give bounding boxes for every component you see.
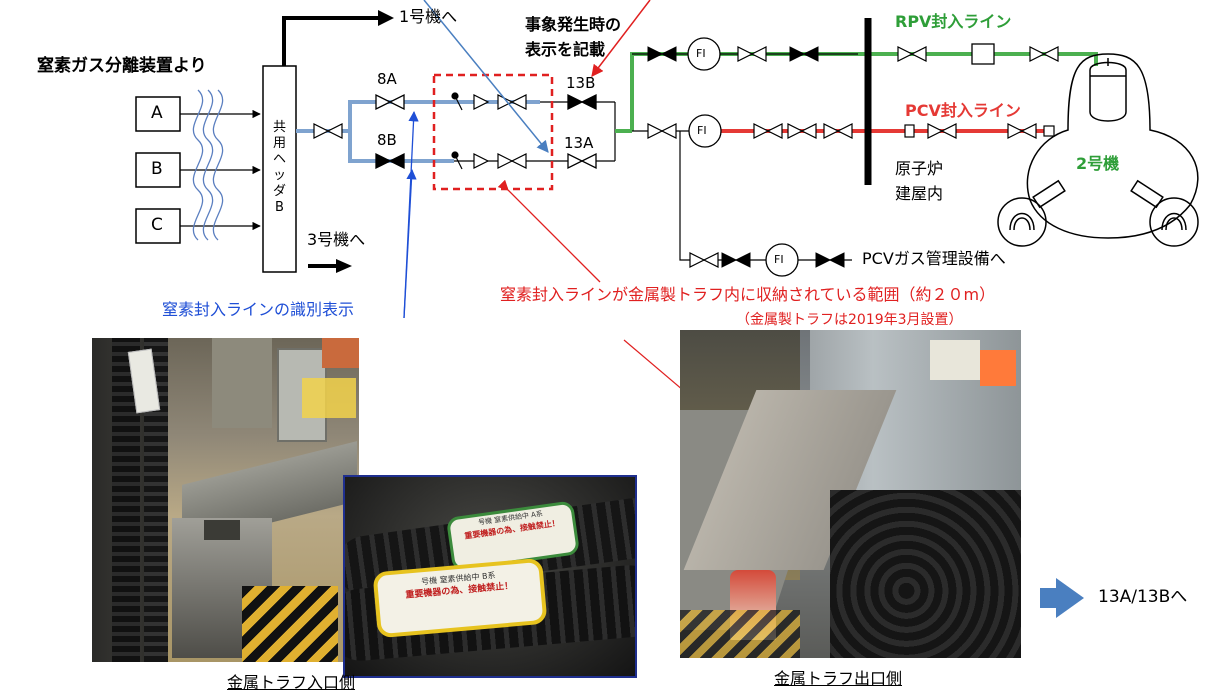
fi-lower-icon <box>688 114 722 148</box>
photo-label-closeup: 号機 窒素供給中 A系 重要機器の為、接触禁止！ 号機 窒素供給中 B系 重要機… <box>343 475 637 678</box>
header-valve-icon <box>313 123 343 139</box>
pcv-line-label: PCV封入ライン <box>905 101 1021 120</box>
to-13ab-label: 13A/13Bへ <box>1098 587 1188 607</box>
valve-13a-label: 13A <box>564 134 594 152</box>
shared-header-box <box>262 65 297 273</box>
event-note-line1: 事象発生時の <box>525 15 622 34</box>
photo-trough-inlet <box>92 338 359 662</box>
identification-label: 窒素封入ラインの識別表示 <box>162 300 355 319</box>
pcv-gas-branch <box>679 131 852 261</box>
green-supply-line <box>615 52 1098 133</box>
lower-row-valves <box>647 114 1055 148</box>
header-char: ッ <box>272 168 286 183</box>
dashed-box-lines <box>454 100 616 162</box>
valve-13b-label: 13B <box>566 74 596 92</box>
fi-gas-icon <box>765 243 799 277</box>
unit-boxes <box>135 96 261 244</box>
header-char: 用 <box>272 136 286 151</box>
label-b-line2: B系 <box>481 570 496 581</box>
wavy-separator-icon <box>192 89 224 241</box>
to-unit1-arrow-icon <box>378 10 394 26</box>
fi-gas-label: FI <box>774 253 784 266</box>
upper-row-valves <box>647 37 1059 71</box>
header-char: B <box>275 200 284 215</box>
label-a-line2: A系 <box>530 509 544 520</box>
shared-header-label: 共 用 ヘ ッ ダ B <box>263 120 296 216</box>
trough-range-box <box>432 73 554 191</box>
unit-box-b <box>135 152 181 188</box>
unit-box-c <box>135 208 181 244</box>
valve-8b-label: 8B <box>377 131 397 149</box>
header-char: 共 <box>272 120 286 135</box>
pcv-gas-valves <box>689 243 845 277</box>
reactor-building-line1: 原子炉 <box>895 159 944 178</box>
identification-arrow-a <box>423 0 549 153</box>
unit2-label: 2号機 <box>1076 154 1120 173</box>
photo-trough-outlet <box>680 330 1021 658</box>
reactor-building-line2: 建屋内 <box>895 184 944 203</box>
pcv-gas-label: PCVガス管理設備へ <box>862 249 1006 268</box>
valve-8a-icon <box>375 93 405 111</box>
event-note-line2: 表示を記載 <box>525 40 606 59</box>
rpv-line-label: RPV封入ライン <box>895 12 1012 31</box>
unit-a-label: A <box>151 103 163 123</box>
fi-upper-label: FI <box>696 47 706 60</box>
event-note-arrow <box>591 0 651 77</box>
reactor-icon <box>997 53 1199 247</box>
header-char: ヘ <box>272 152 286 167</box>
valve-13a-icon <box>567 152 597 170</box>
nitrogen-source-title: 窒素ガス分離装置より <box>37 56 207 76</box>
unit-b-label: B <box>151 159 163 179</box>
fi-upper-icon <box>687 37 721 71</box>
unit-box-a <box>135 96 181 132</box>
fi-lower-label: FI <box>697 124 707 137</box>
to-unit3-arrow-icon <box>336 259 352 273</box>
to-unit1-label: 1号機へ <box>399 7 458 26</box>
trough-installed-label: （金属製トラフは2019年3月設置） <box>736 312 963 328</box>
to-13ab-arrow-icon <box>1040 578 1084 618</box>
header-char: ダ <box>272 184 286 199</box>
valve-8b-icon <box>375 152 405 170</box>
valve-13b-icon <box>567 93 597 111</box>
check-valve-b-icon <box>451 151 527 170</box>
identification-arrow-c <box>403 168 417 319</box>
valve-8a-label: 8A <box>377 70 397 88</box>
caption-outlet: 金属トラフ出口側 <box>774 669 903 688</box>
to-unit3-label: 3号機へ <box>307 230 366 249</box>
unit-c-label: C <box>151 215 163 235</box>
caption-inlet: 金属トラフ入口側 <box>227 673 356 692</box>
trough-range-arrow <box>497 179 601 283</box>
to-unit1-line <box>282 16 378 66</box>
trough-range-label: 窒素封入ラインが金属製トラフ内に収納されている範囲（約２０m） <box>500 285 996 304</box>
